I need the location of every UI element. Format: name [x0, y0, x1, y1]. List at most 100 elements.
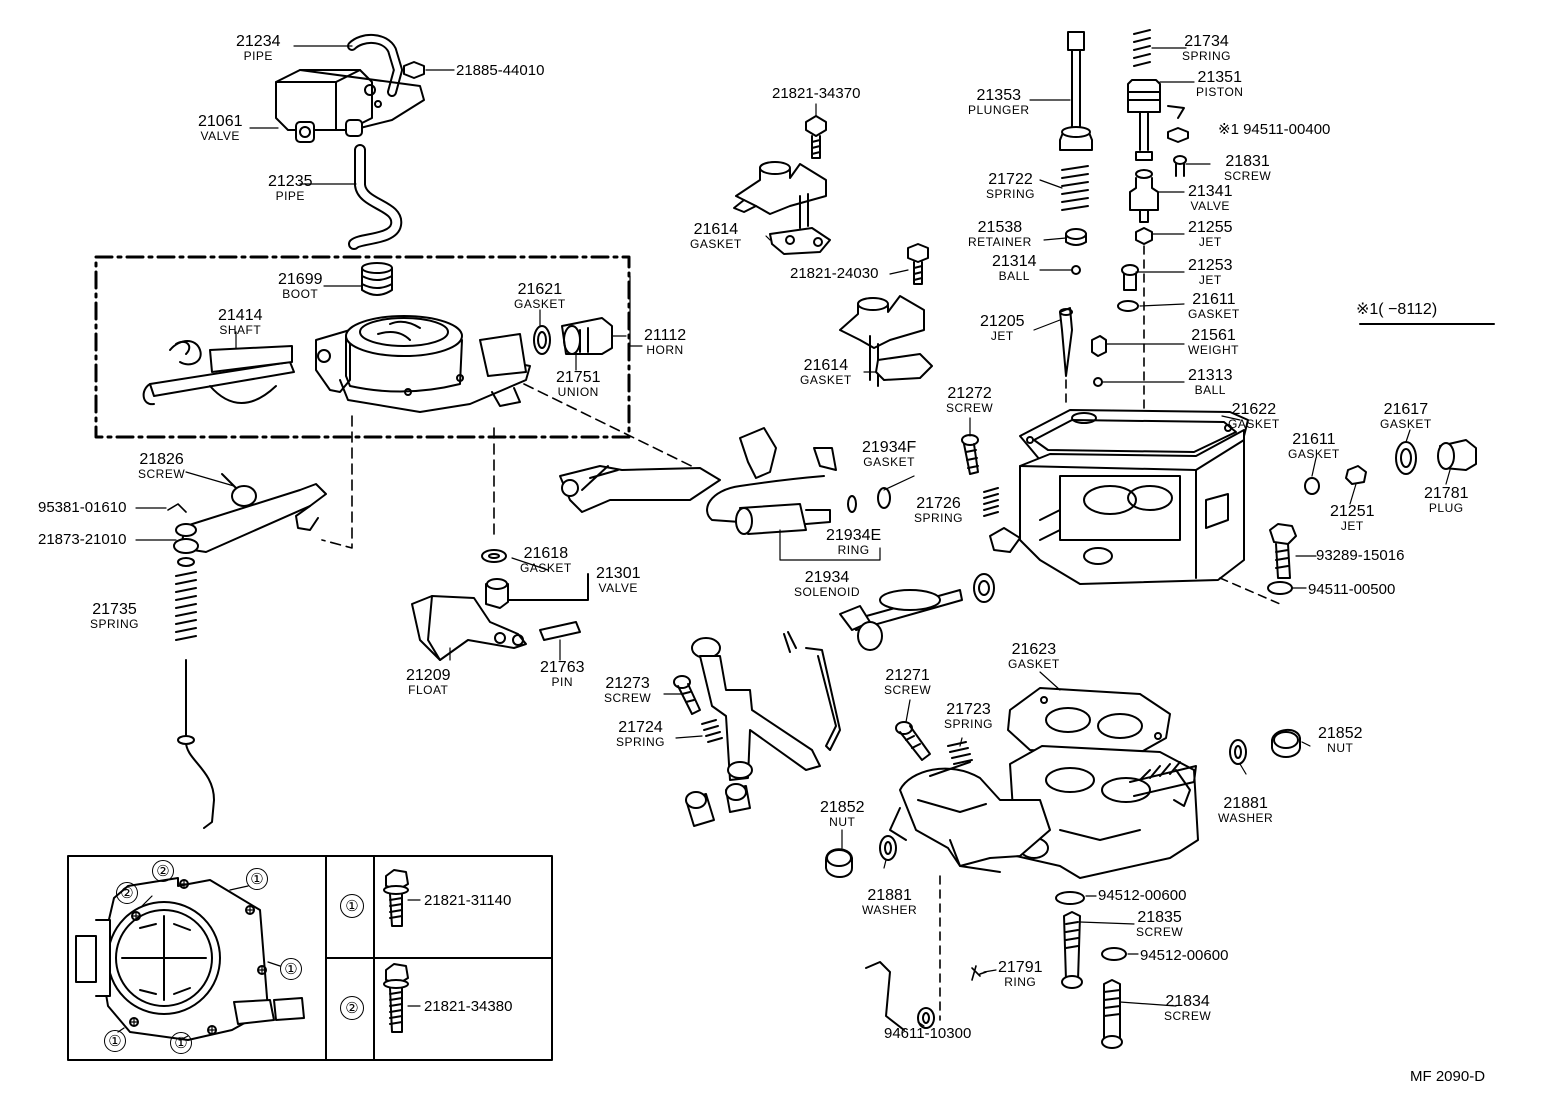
inset-bolt-2: [383, 963, 421, 1033]
part-name: PIPE: [275, 189, 305, 203]
lever-assembly: [167, 473, 327, 554]
part-number: 21826: [139, 451, 184, 468]
part-number: 21621: [517, 281, 563, 298]
leader-dashed: [523, 383, 721, 481]
marker-1: ①: [170, 1032, 192, 1054]
label-21821-34370: 21821-34370: [772, 85, 861, 102]
footnote: ※1( −8112): [1356, 301, 1438, 318]
legend-marker-1: ①: [340, 894, 364, 918]
spring-21723: [947, 741, 973, 765]
part-name: GASKET: [1228, 417, 1280, 431]
part-number: 21061: [198, 113, 243, 130]
part-name: RING: [1004, 975, 1037, 989]
gasket-21611-right: [1304, 477, 1320, 495]
marker-2: ②: [152, 860, 174, 882]
label-21821-24030: 21821-24030: [790, 265, 879, 282]
part-name: RETAINER: [968, 235, 1032, 249]
nut-21852-right: [1271, 729, 1301, 758]
gasket-21621-union-21751: [533, 317, 613, 355]
valve-21301: [485, 573, 589, 609]
part-number: 21934F: [862, 439, 917, 456]
screw-21821-24030: [907, 243, 929, 285]
link-rod-middle: [805, 647, 841, 751]
inset-frame: [67, 855, 553, 1061]
spring-21734: [1133, 29, 1151, 67]
part-name: SCREW: [604, 691, 652, 705]
part-21614-upper: [733, 161, 831, 255]
part-number: 21723: [946, 701, 991, 718]
spring-21724: [701, 719, 723, 743]
part-number: 21611: [1192, 291, 1236, 308]
part-number: 21611: [1292, 431, 1336, 448]
part-number: 21834: [1165, 993, 1210, 1010]
washer-94511-00500: [1267, 581, 1307, 595]
inset-bolt-1: [383, 869, 421, 927]
part-number: 21623: [1011, 641, 1057, 658]
part-number: 21791: [998, 959, 1043, 976]
part-number: 21234: [236, 33, 281, 50]
part-number: 21881: [867, 887, 912, 904]
part-number: 21614: [693, 221, 739, 238]
label-93289: 93289-15016: [1316, 547, 1405, 564]
part-name: SPRING: [1182, 49, 1232, 63]
part-number: 21614: [803, 357, 849, 374]
part-number: 21734: [1184, 33, 1229, 50]
throttle-body: [1009, 745, 1199, 879]
bushings: [685, 783, 751, 827]
part-name: PIPE: [243, 49, 273, 63]
part-number: 21209: [406, 667, 451, 684]
screw-21831: [1173, 155, 1187, 177]
bracket-part: [739, 427, 777, 479]
spring-21726: [983, 487, 999, 517]
pin-21763: [539, 621, 581, 641]
part-name: GASKET: [690, 237, 742, 251]
part-number: 21313: [1188, 367, 1233, 384]
part-name: GASKET: [520, 561, 572, 575]
part-name: SCREW: [1224, 169, 1272, 183]
part-name: FLOAT: [408, 683, 449, 697]
part-name: VALVE: [1190, 199, 1230, 213]
part-name: GASKET: [1380, 417, 1432, 431]
part-name: SCREW: [138, 467, 186, 481]
washer-94512-b: [1101, 947, 1127, 961]
part-name: NUT: [829, 815, 856, 829]
link-rod: [177, 659, 215, 829]
part-21614-lower: [839, 295, 933, 387]
inset-throttle-body: [75, 877, 305, 1041]
part-number: 21301: [596, 565, 641, 582]
washer-21881-left: [879, 835, 897, 861]
part-number: 21255: [1188, 219, 1233, 236]
throttle-shaft: [839, 573, 995, 651]
part-number: 21722: [988, 171, 1033, 188]
part-number: 21341: [1188, 183, 1233, 200]
part-name: WASHER: [1218, 811, 1274, 825]
part-name: SHAFT: [219, 323, 262, 337]
retainer-21538: [1065, 228, 1087, 246]
screw-21271: [895, 721, 931, 761]
part-number: 21235: [268, 173, 313, 190]
nut-21885: [403, 61, 455, 79]
part-number: 21112: [644, 327, 687, 344]
part-name: HORN: [646, 343, 684, 357]
